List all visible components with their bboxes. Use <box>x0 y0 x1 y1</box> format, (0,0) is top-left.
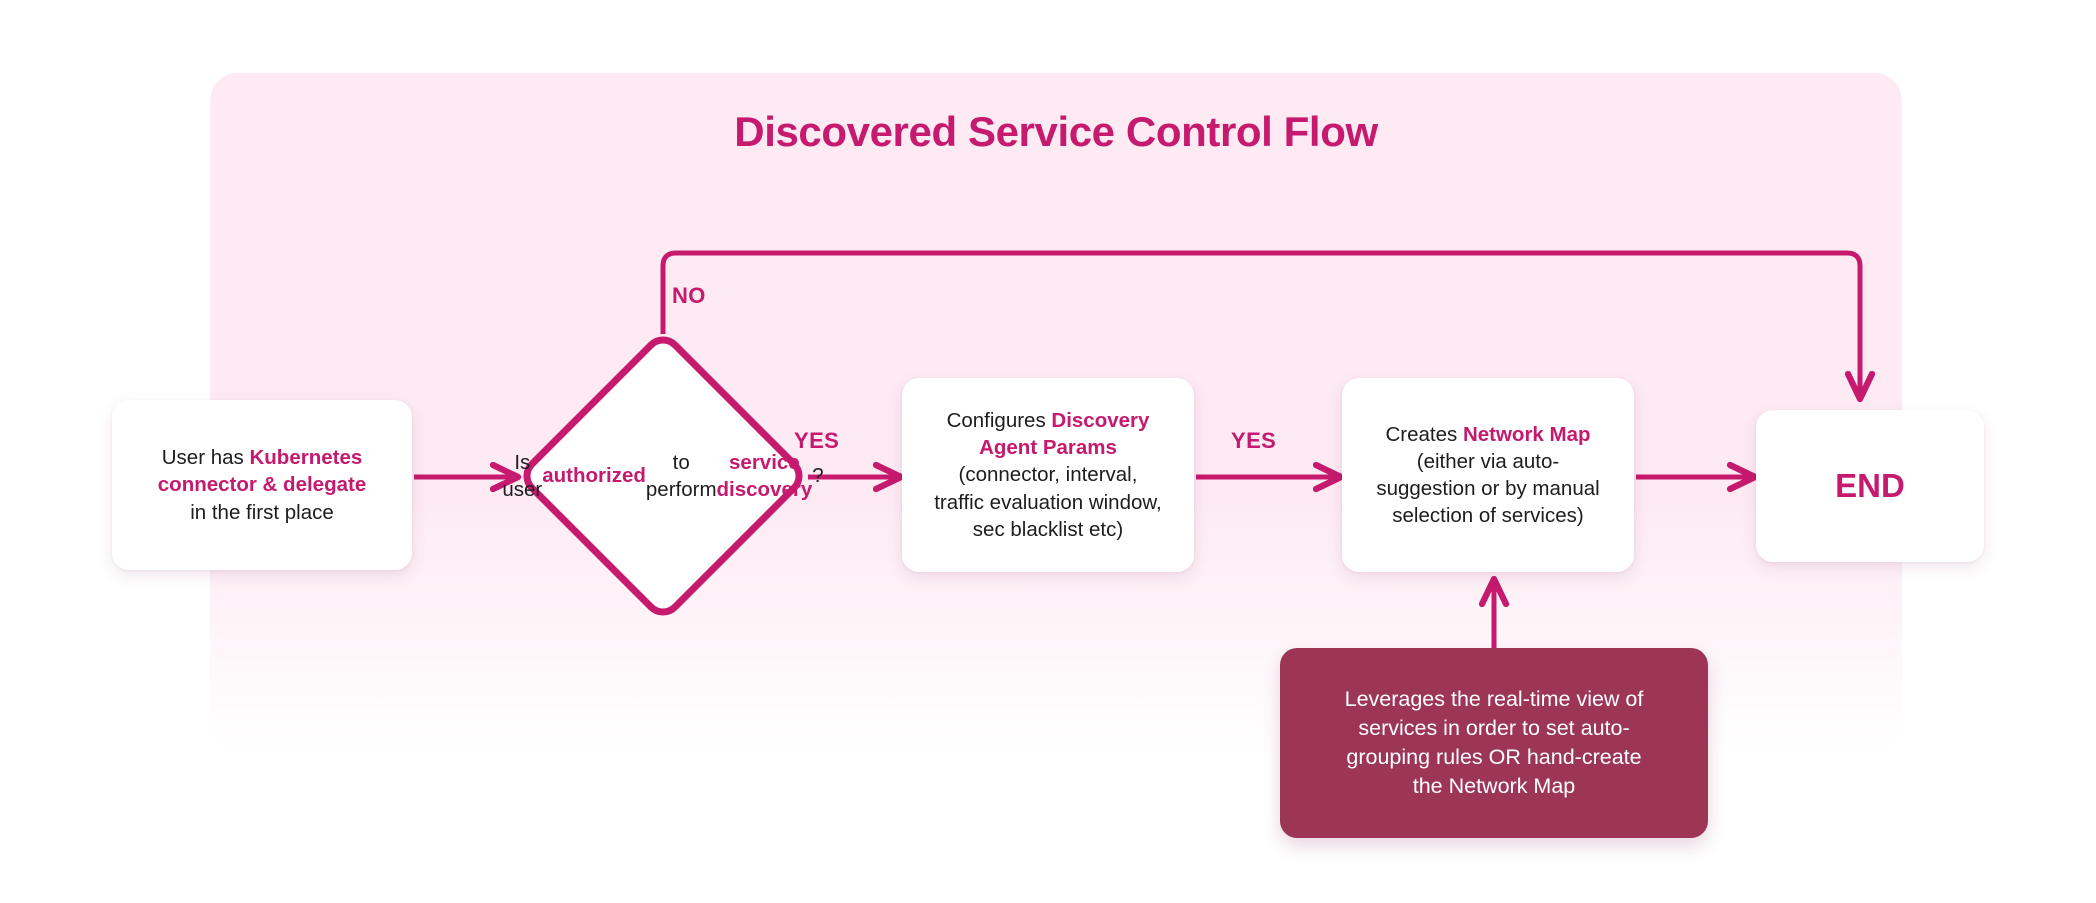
node-network-map-text: Creates Network Map(either via auto-sugg… <box>1376 422 1600 528</box>
page-title: Discovered Service Control Flow <box>734 108 1378 155</box>
edge-label-yes-configure: YES <box>1231 428 1277 453</box>
node-network-map[interactable]: Creates Network Map(either via auto-sugg… <box>1342 378 1634 572</box>
edge-label-yes-decision: YES <box>794 428 840 453</box>
node-end-label: END <box>1835 467 1905 505</box>
edge-label-no: NO <box>672 283 706 308</box>
diamond-shape <box>523 336 803 616</box>
node-end[interactable]: END <box>1756 410 1984 562</box>
